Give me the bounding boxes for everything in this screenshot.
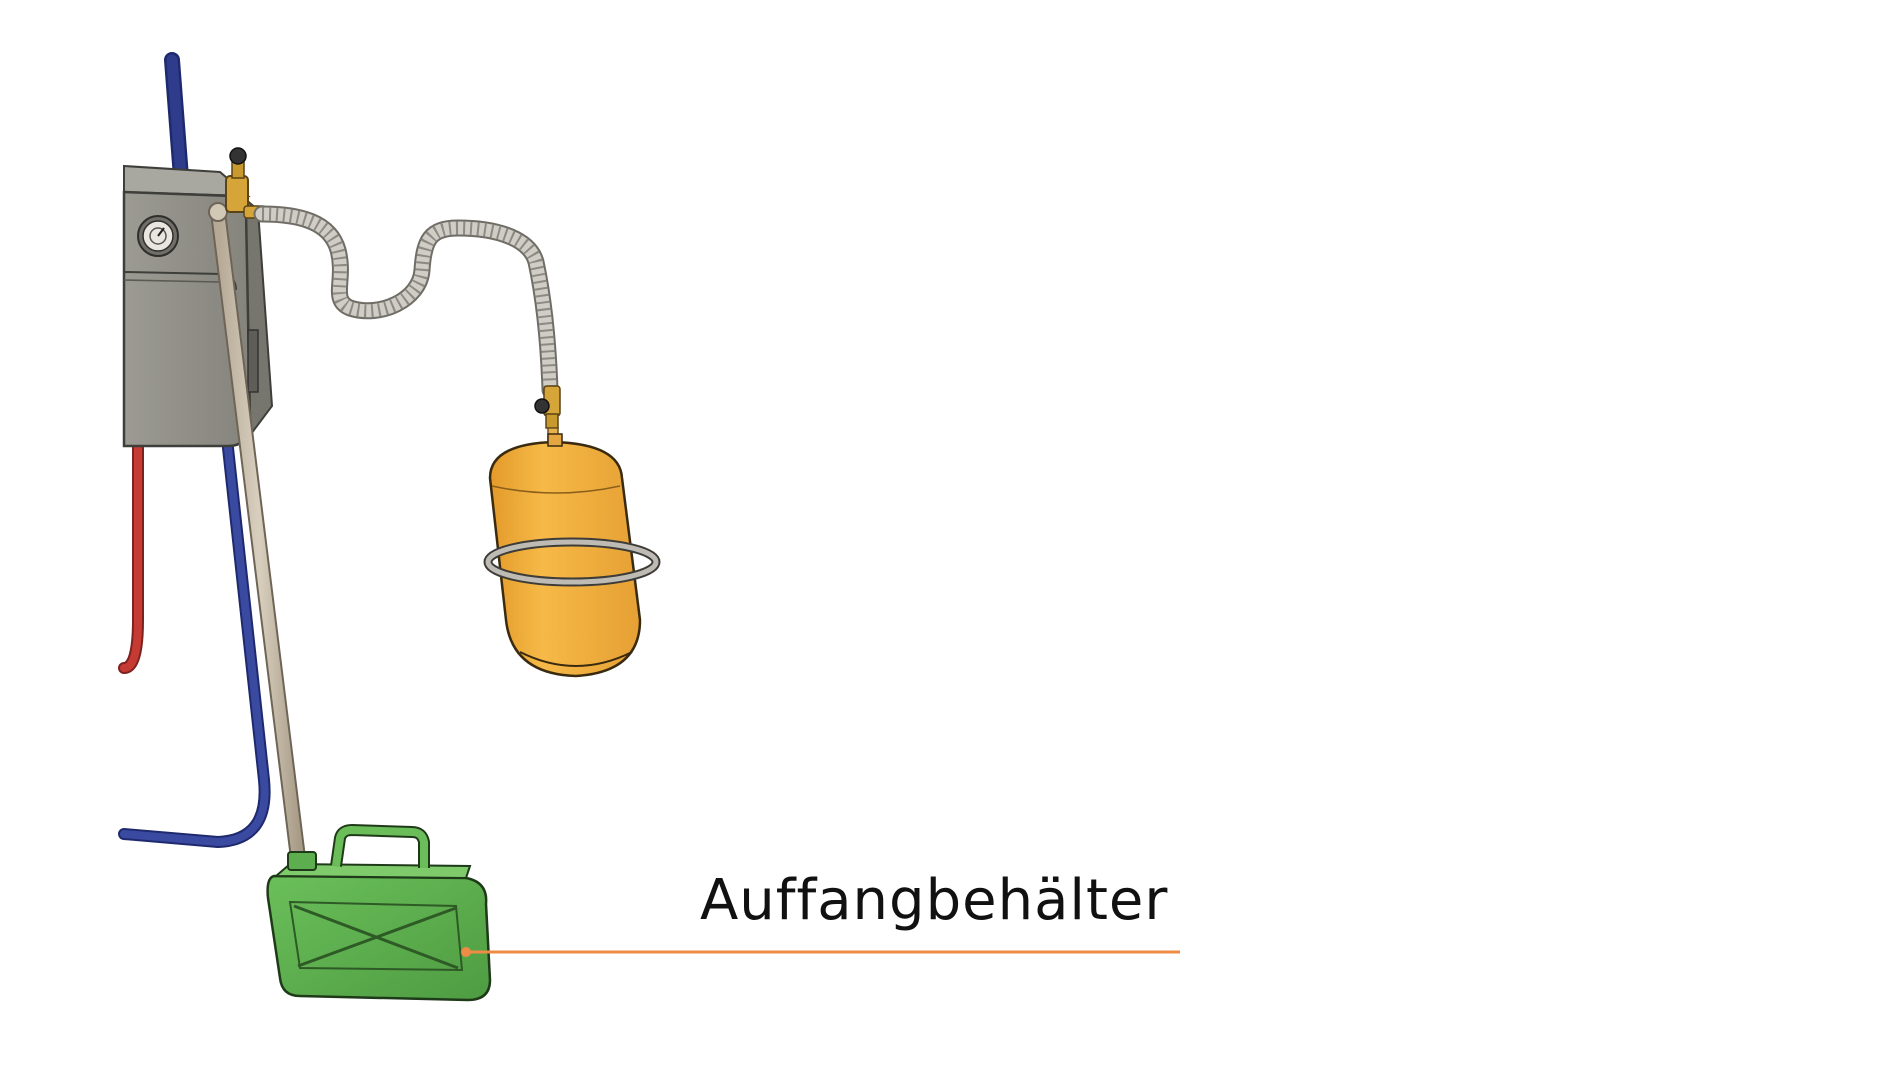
callout-leader — [461, 947, 1180, 957]
cold-supply-pipe — [164, 52, 190, 198]
pressure-gauge-icon — [137, 215, 179, 257]
expansion-vessel — [483, 433, 661, 678]
jerry-can — [266, 824, 492, 1002]
cold-loop-pipe — [118, 442, 271, 848]
drain-pipe — [208, 202, 308, 882]
flexible-hose — [253, 205, 559, 399]
callout-label: Auffangbehälter — [700, 868, 1169, 933]
hot-return-pipe — [118, 442, 144, 674]
